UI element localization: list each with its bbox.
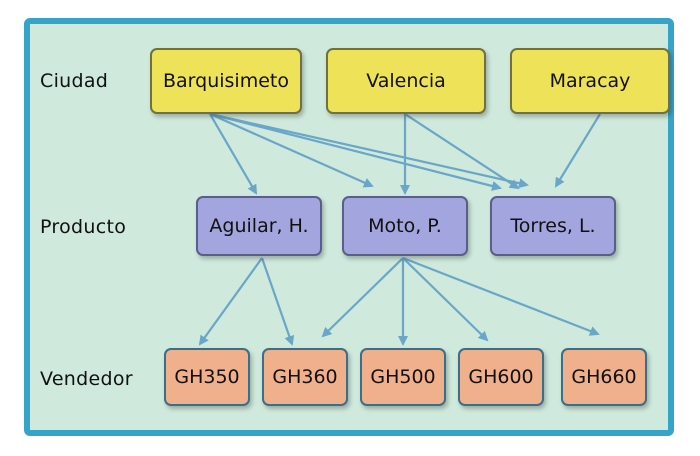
row-label-vendedor: Vendedor (40, 368, 133, 390)
city-box-valencia: Valencia (326, 48, 486, 114)
seller-box-gh350: GH350 (164, 348, 250, 406)
product-box-torres: Torres, L. (490, 196, 616, 256)
seller-box-gh500: GH500 (360, 348, 446, 406)
seller-box-gh600: GH600 (458, 348, 544, 406)
row-label-ciudad: Ciudad (40, 70, 109, 92)
seller-box-gh360: GH360 (262, 348, 348, 406)
seller-box-gh660: GH660 (561, 348, 647, 406)
row-label-producto: Producto (40, 216, 127, 238)
product-box-aguilar: Aguilar, H. (196, 196, 322, 256)
product-box-moto: Moto, P. (342, 196, 468, 256)
city-box-barquisimeto: Barquisimeto (150, 48, 302, 114)
city-box-maracay: Maracay (510, 48, 670, 114)
